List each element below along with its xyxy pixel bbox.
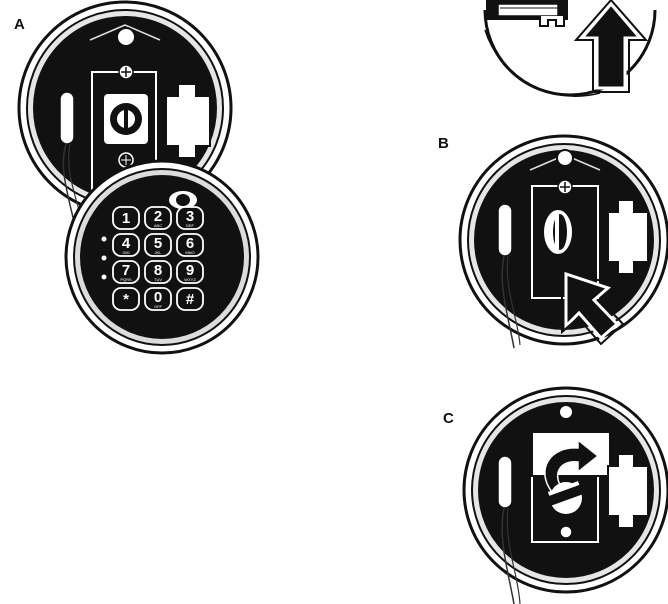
keypad-key-sublabel: PQRS [120, 277, 132, 282]
keypad-key-1: 1 [113, 207, 139, 229]
keypad-key-label: * [123, 291, 129, 308]
lock-base-b [460, 136, 668, 348]
keypad-key-label: # [186, 291, 195, 308]
keypad-key-sublabel: DEF [186, 223, 195, 228]
keypad-key-label: 1 [122, 210, 130, 227]
keypad-key-sublabel: WXYZ [184, 277, 196, 282]
keypad-key-sublabel: OFF [154, 304, 163, 309]
lock-base-top-partial [470, 0, 668, 100]
keypad-key-sublabel: GHI [122, 250, 129, 255]
keypad-key-sublabel: MNO [185, 250, 194, 255]
keypad-key-star: * [113, 288, 139, 310]
lock-base-c [464, 388, 668, 604]
keypad-key-sublabel: TUV [154, 277, 162, 282]
keypad-key-sublabel: ABC [154, 223, 162, 228]
keypad-key-sublabel: JKL [155, 250, 163, 255]
keypad-key-hash: # [177, 288, 203, 310]
